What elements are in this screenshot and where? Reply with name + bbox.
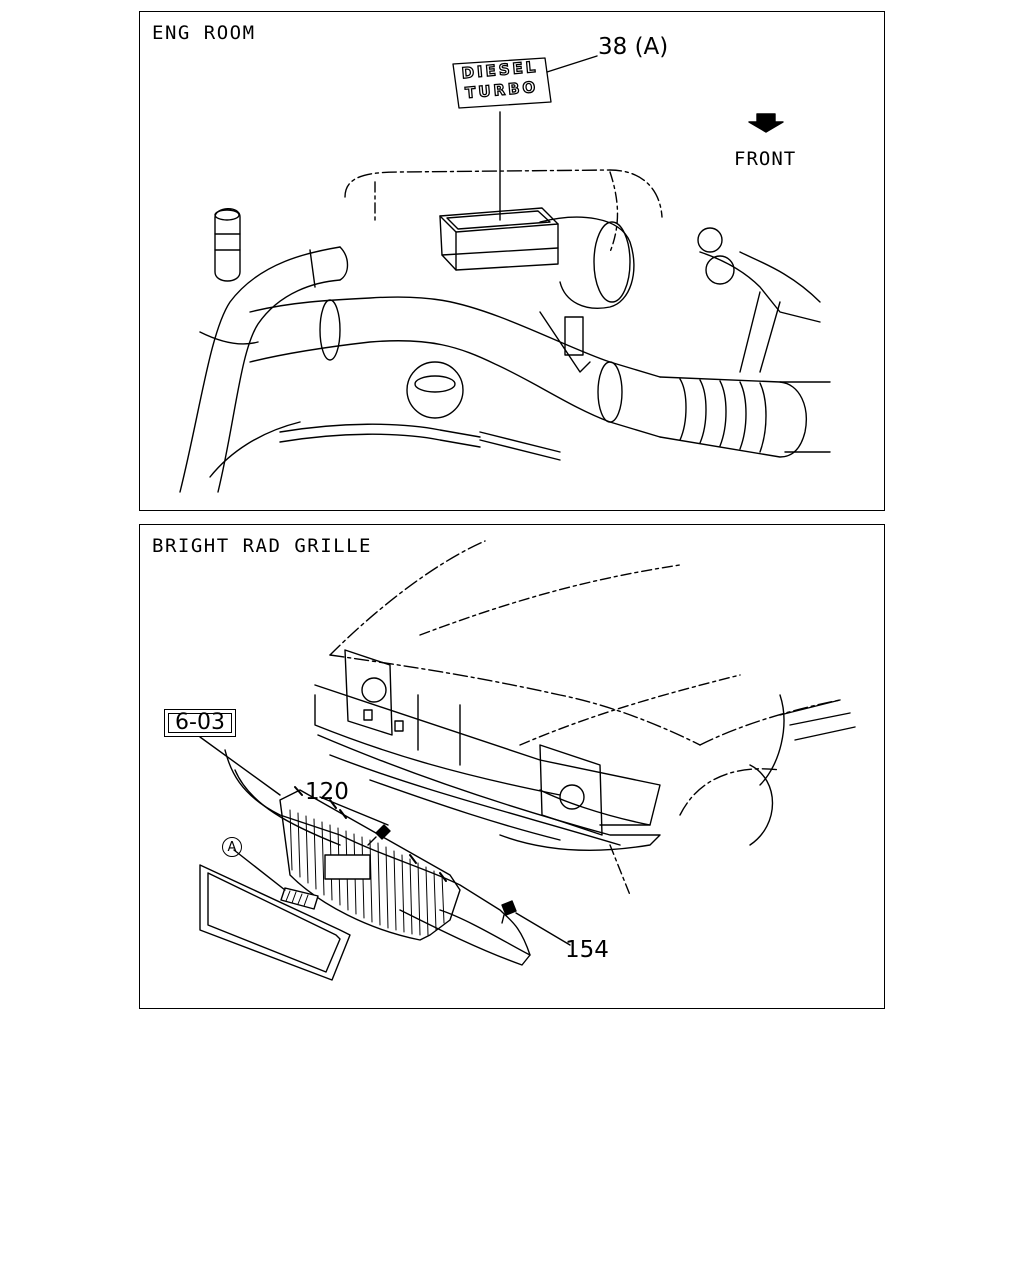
- leader-line: [546, 55, 598, 73]
- panel-title: BRIGHT RAD GRILLE: [152, 535, 372, 557]
- engine-room-illustration: [179, 55, 831, 493]
- eng-room-panel: ENG ROOM: [139, 11, 885, 511]
- part-callout-154: 154: [565, 937, 609, 963]
- bright-rad-grille-panel: BRIGHT RAD GRILLE: [139, 524, 885, 1009]
- front-direction-label: FRONT: [734, 148, 797, 170]
- leader-line: [515, 912, 571, 946]
- part-callout-120: 120: [305, 779, 349, 805]
- screw-icon: [501, 900, 517, 916]
- reference-box-6-03: 6-03: [164, 709, 236, 737]
- front-arrow-icon: [748, 113, 784, 133]
- panel-title: ENG ROOM: [152, 22, 256, 44]
- leader-line: [319, 796, 389, 826]
- diesel-turbo-emblem: DIESEL TURBO: [454, 56, 547, 108]
- marker-a: A: [222, 837, 242, 857]
- screw-icon: [375, 824, 391, 840]
- leader-line: [233, 849, 286, 891]
- emblem-frame: [452, 57, 552, 109]
- leader-line: [199, 736, 281, 796]
- grille-illustration: [199, 540, 856, 981]
- part-callout-38a: 38 (A): [598, 34, 669, 60]
